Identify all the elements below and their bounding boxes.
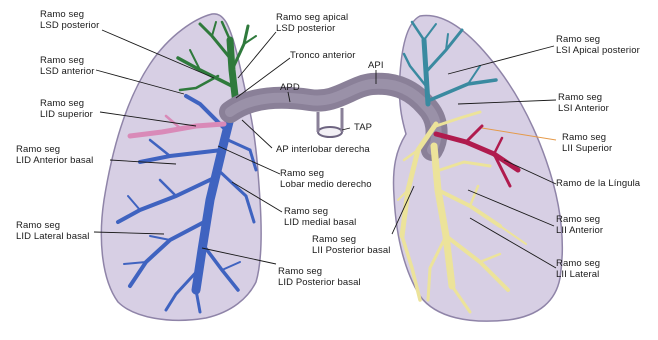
label-lii-posterior-basal: Ramo seg LII Posterior basal — [312, 234, 390, 256]
label-lii-superior: Ramo seg LII Superior — [562, 132, 612, 154]
trunk-opening — [318, 127, 342, 137]
label-lid-lateral-basal: Ramo seg LID Lateral basal — [16, 220, 90, 242]
label-lii-lateral: Ramo seg LII Lateral — [556, 258, 600, 280]
label-lingula: Ramo de la Língula — [556, 178, 640, 189]
label-lid-anterior-basal: Ramo seg LID Anterior basal — [16, 144, 93, 166]
label-lsd-apical-posterior: Ramo seg apical LSD posterior — [276, 12, 348, 34]
label-lsd-posterior: Ramo seg LSD posterior — [40, 9, 99, 31]
label-lii-anterior: Ramo seg LII Anterior — [556, 214, 603, 236]
label-lobar-medio: Ramo seg Lobar medio derecho — [280, 168, 372, 190]
label-lid-posterior-basal: Ramo seg LID Posterior basal — [278, 266, 361, 288]
label-ap-interlobar: AP interlobar derecha — [276, 144, 370, 155]
label-lsi-apical-posterior: Ramo seg LSI Apical posterior — [556, 34, 640, 56]
label-tronco-anterior: Tronco anterior — [290, 50, 356, 61]
label-lid-superior: Ramo seg LID superior — [40, 98, 93, 120]
label-apd: APD — [280, 82, 300, 93]
label-lid-medial-basal: Ramo seg LID medial basal — [284, 206, 356, 228]
label-tap: TAP — [354, 122, 372, 133]
label-api: API — [368, 60, 384, 71]
label-lsd-anterior: Ramo seg LSD anterior — [40, 55, 95, 77]
label-lsi-anterior: Ramo seg LSI Anterior — [558, 92, 609, 114]
left-lung — [394, 15, 563, 321]
